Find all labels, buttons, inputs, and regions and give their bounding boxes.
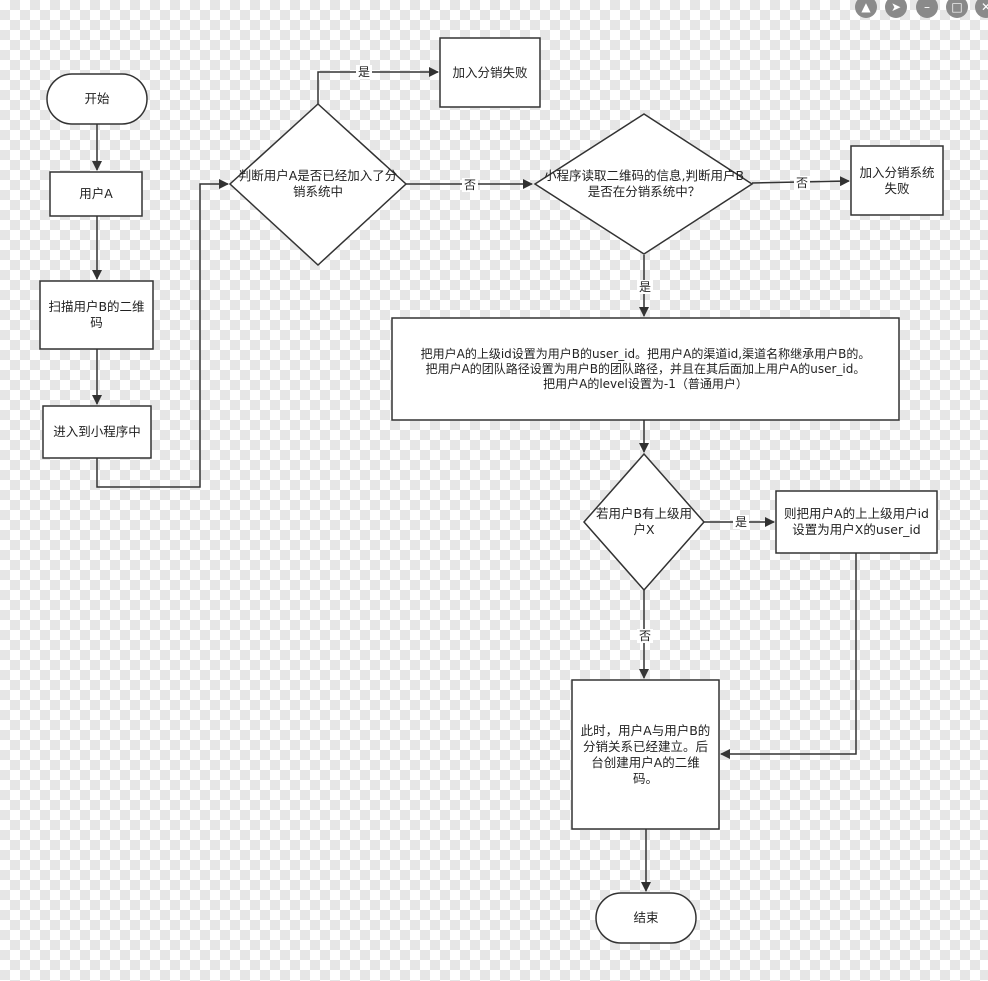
set-parent-label: 把用户A的上级id设置为用户B的user_id。把用户A的渠道id,渠道名称继承… — [420, 346, 871, 391]
edge-label-read-yes: 是 — [636, 280, 654, 294]
end-label: 结束 — [633, 910, 659, 925]
read-qr-label: 小程序读取二维码的信息,判断用户B是否在分销系统中？ — [543, 168, 745, 199]
enter-box — [42, 405, 152, 459]
userA-box — [49, 171, 143, 217]
edge-enter-to-judge — [96, 179, 229, 488]
scan-label: 扫描用户B的二维码 — [48, 299, 145, 330]
end-terminal — [595, 892, 697, 944]
read-qr-diamond — [533, 113, 754, 255]
fail2-label: 加入分销系统失败 — [859, 164, 935, 196]
userA-label: 用户A — [79, 186, 113, 201]
fail1-box — [439, 37, 541, 108]
edge-judge-yes-to-fail1 — [317, 67, 439, 104]
edge-label-joined-no: 否 — [461, 178, 479, 192]
start-terminal — [46, 73, 148, 125]
maximize-icon[interactable]: □ — [946, 0, 968, 18]
minimize-icon[interactable]: – — [916, 0, 938, 18]
judge-joined-label: 判断用户A是否已经加入了分销系统中 — [238, 168, 398, 199]
shirt-icon[interactable]: ▲ — [855, 0, 877, 18]
fail1-label: 加入分销失败 — [452, 64, 528, 80]
set-parent-box — [391, 317, 900, 421]
set-grand-box — [775, 490, 938, 554]
judge-joined-diamond — [228, 102, 408, 267]
edge-label-parent-no: 否 — [636, 629, 654, 643]
edge-label-joined-yes: 是 — [355, 65, 373, 79]
edge-set-grand-to-relation — [720, 553, 857, 759]
scan-box — [39, 280, 154, 350]
start-label: 开始 — [84, 91, 110, 106]
enter-label: 进入到小程序中 — [53, 424, 141, 439]
edge-label-parent-yes: 是 — [732, 515, 750, 529]
relation-label: 此时，用户A与用户B的分销关系已经建立。后台创建用户A的二维码。 — [580, 722, 711, 786]
has-parent-label: 若用户B有上级用户X — [595, 506, 693, 537]
close-icon[interactable]: ✕ — [975, 0, 988, 18]
relation-box — [571, 679, 720, 830]
pin-icon[interactable]: ➤ — [885, 0, 907, 18]
edge-label-read-no: 否 — [793, 176, 811, 190]
has-parent-diamond — [582, 452, 706, 592]
set-grand-label: 则把用户A的上上级用户id设置为用户X的user_id — [784, 506, 929, 537]
fail2-box — [850, 145, 944, 216]
